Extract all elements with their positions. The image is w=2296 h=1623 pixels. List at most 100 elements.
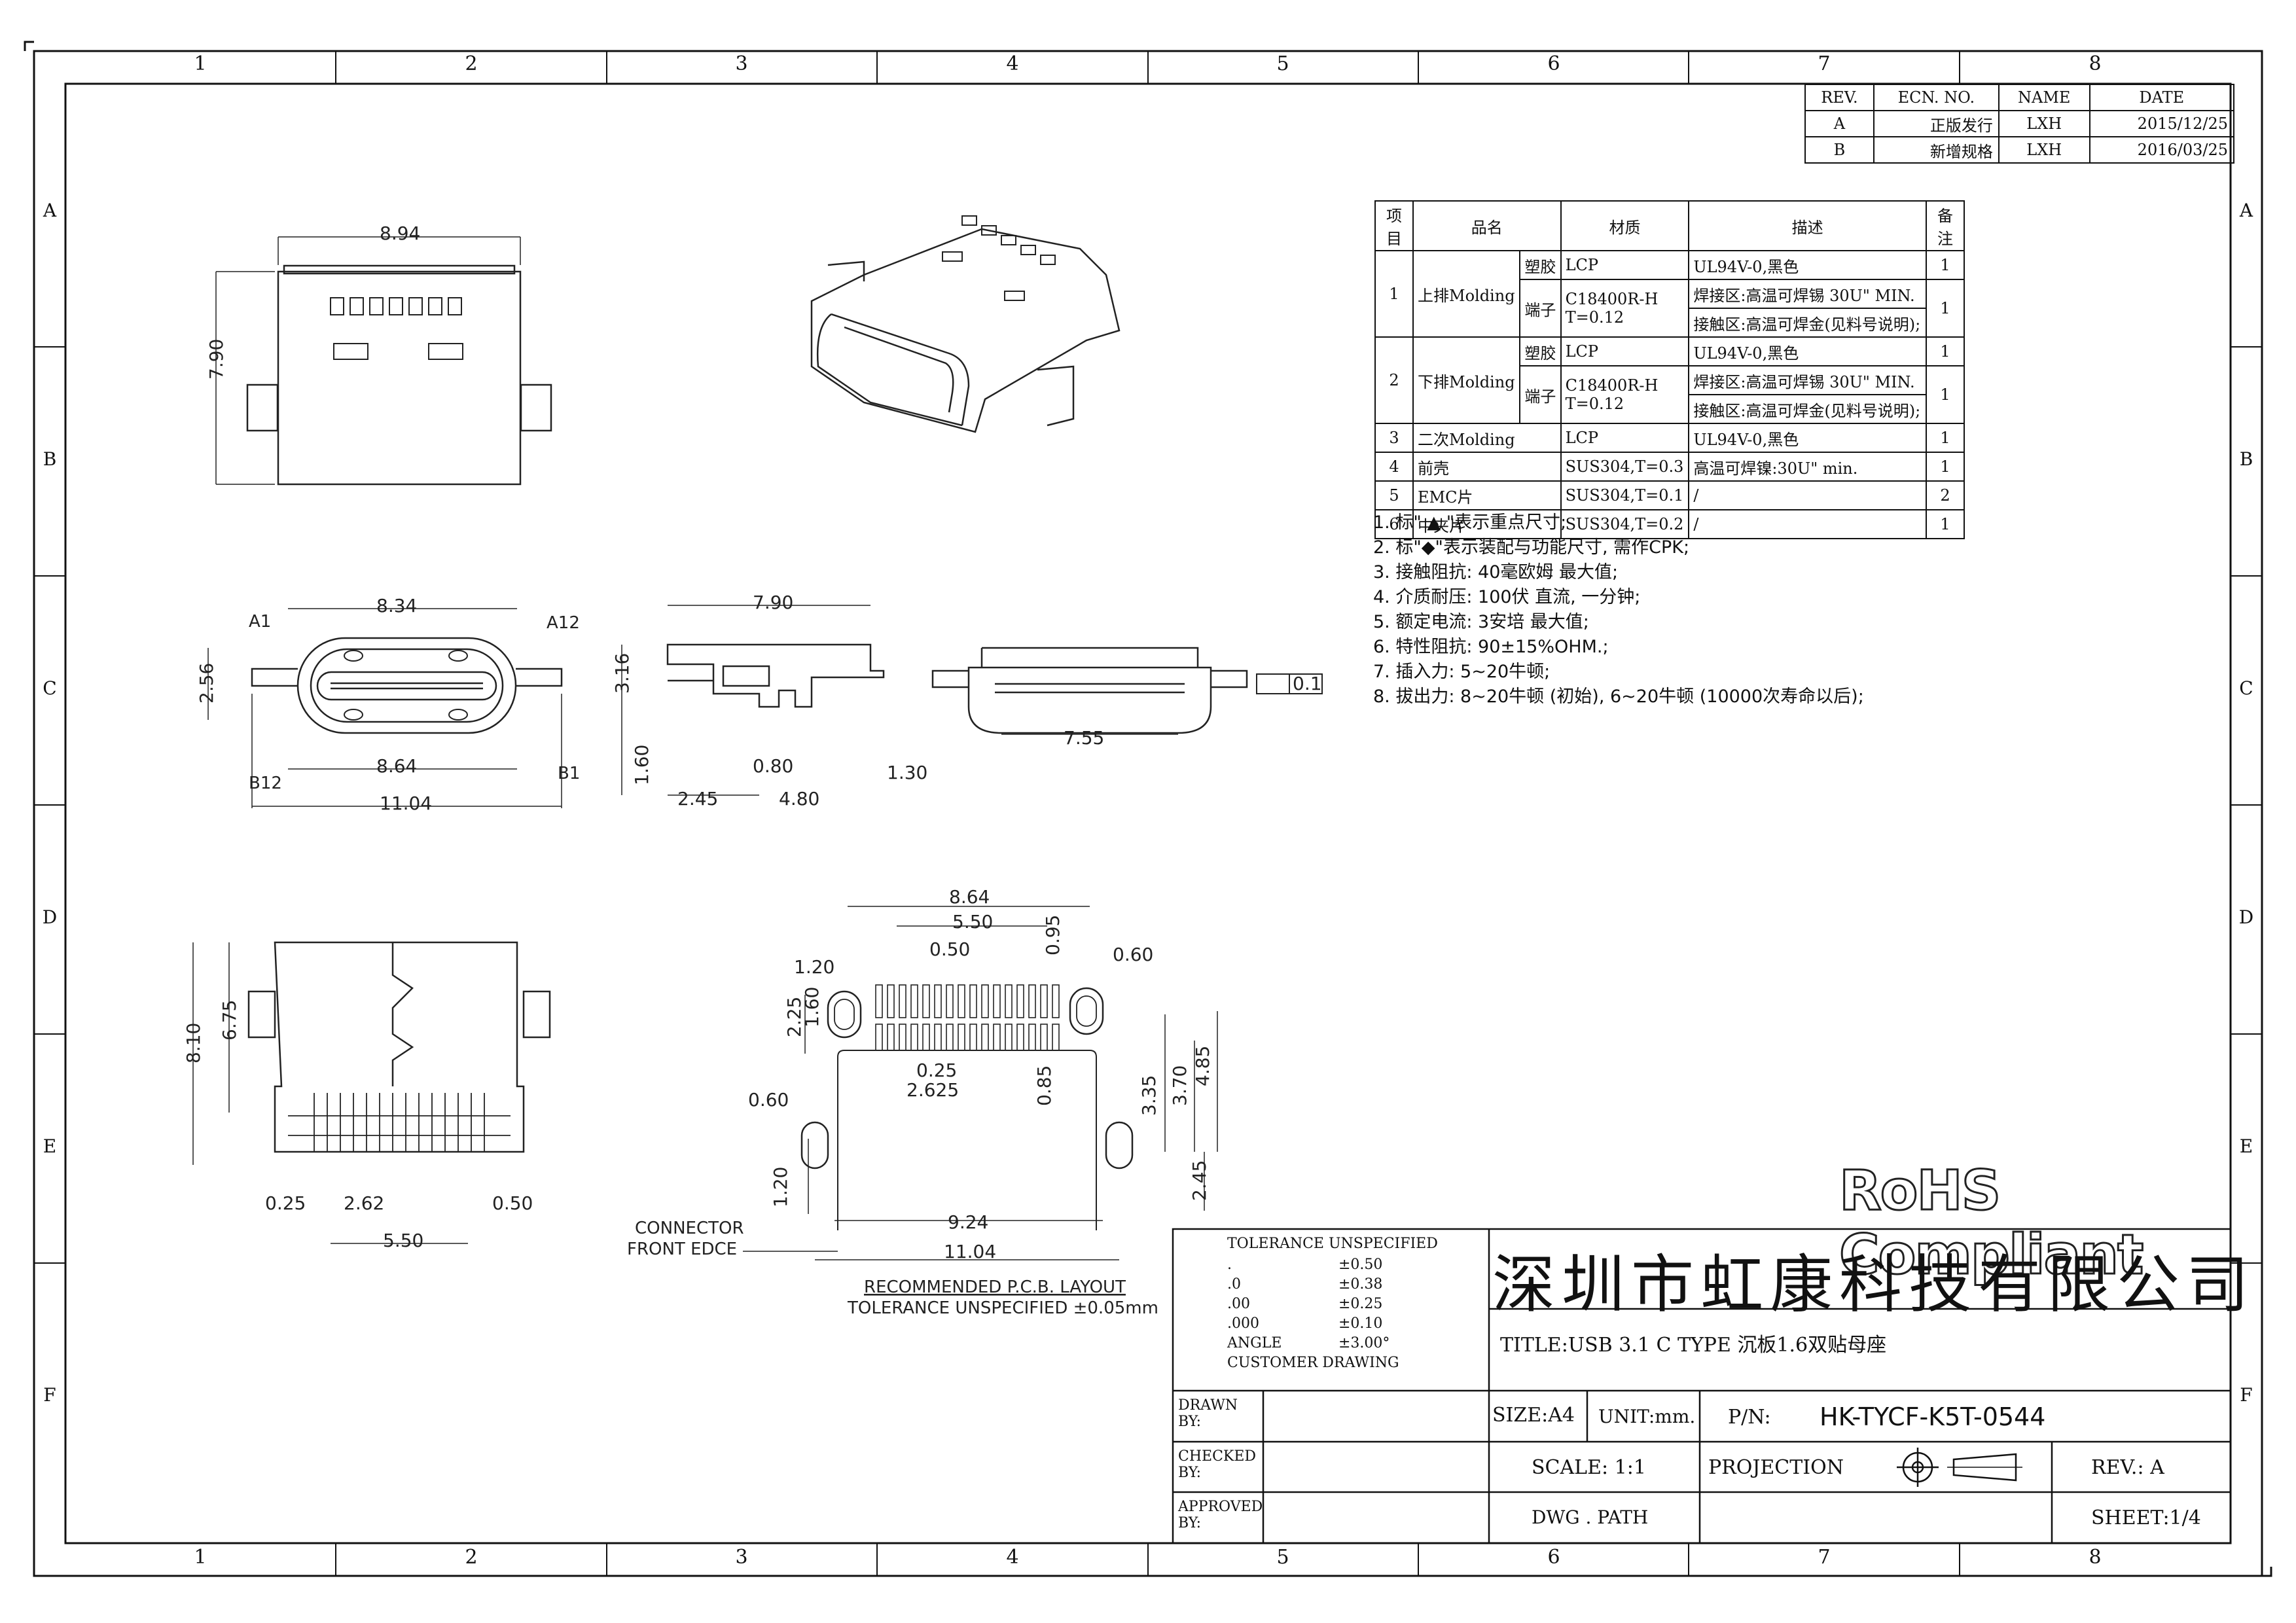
- dim-front-overall: 11.04: [380, 793, 432, 814]
- dim-front-height: 2.56: [196, 663, 217, 704]
- zone-col: 2: [465, 1546, 478, 1569]
- pin-a12-label: A12: [547, 613, 580, 633]
- dim-bottom-d4: 5.50: [383, 1230, 423, 1251]
- zone-col: 1: [194, 1546, 207, 1569]
- bom-qty: 1: [1926, 423, 1965, 453]
- bom-material: SUS304,T=0.3: [1560, 452, 1690, 482]
- projection-label: PROJECTION: [1708, 1456, 1844, 1479]
- pin-a1-label: A1: [249, 612, 271, 632]
- name-header: NAME: [1998, 84, 2090, 111]
- bom-item-name: 中夹片: [1412, 509, 1562, 539]
- bom-qty: 1: [1926, 336, 1965, 366]
- bom-desc: 焊接区:高温可焊锡 30U" MIN.: [1688, 365, 1927, 395]
- part-number: HK-TYCF-K5T-0544: [1820, 1402, 2046, 1431]
- bom-item-name: EMC片: [1412, 480, 1562, 510]
- bom-item-name: 前壳: [1412, 452, 1562, 482]
- note-item: 8. 拔出力: 8~20牛顿 (初始), 6~20牛顿 (10000次寿命以后)…: [1373, 687, 1864, 707]
- bom-item-no: 6: [1374, 509, 1414, 539]
- pin-b12-label: B12: [249, 774, 282, 793]
- bom-header-item: 项目: [1374, 200, 1414, 251]
- dwg-path-label: DWG . PATH: [1532, 1507, 1649, 1528]
- bom-desc: UL94V-0,黑色: [1688, 423, 1927, 453]
- pin-b1-label: B1: [558, 764, 580, 783]
- tolerance-header: TOLERANCE UNSPECIFIED: [1227, 1236, 1438, 1252]
- zone-col: 5: [1276, 52, 1289, 75]
- note-item: 5. 额定电流: 3安培 最大值;: [1373, 612, 1589, 632]
- bom-item-no: 5: [1374, 480, 1414, 510]
- dim-pcb-h2: 1.60: [801, 987, 823, 1027]
- revision-table: REV. ECN. NO. NAME DATE A 正版发行 LXH 2015/…: [1804, 84, 2235, 164]
- drawing-title: TITLE:USB 3.1 C TYPE 沉板1.6双贴母座: [1500, 1334, 1887, 1357]
- bom-part: 端子: [1519, 279, 1562, 338]
- zone-row: D: [42, 906, 58, 928]
- checked-by-label: CHECKED BY:: [1178, 1448, 1257, 1481]
- dim-side-h2: 1.60: [631, 745, 653, 785]
- dim-rear-flatness: 0.1: [1293, 673, 1322, 694]
- zone-row: B: [43, 448, 57, 470]
- size-label: SIZE:A4: [1492, 1404, 1575, 1427]
- bom-part: 塑胶: [1519, 250, 1562, 280]
- rohs-mark: RoHS Compliant: [1839, 1158, 2145, 1288]
- rev-cell: B: [1804, 136, 1874, 164]
- bom-header-desc: 描述: [1688, 200, 1927, 251]
- bom-desc: UL94V-0,黑色: [1688, 336, 1927, 366]
- bom-qty: 1: [1926, 250, 1965, 280]
- note-item: 4. 介质耐压: 100伏 直流, 一分钟;: [1373, 587, 1641, 607]
- ecn-cell: 新增规格: [1873, 136, 2000, 164]
- bom-desc: /: [1688, 509, 1927, 539]
- side-view: [621, 605, 885, 796]
- bom-desc: 高温可焊镍:30U" min.: [1688, 452, 1927, 482]
- dim-pcb-w5: 1.20: [794, 956, 834, 978]
- dim-pcb-d1: 0.25: [916, 1060, 957, 1081]
- bom-header-name: 品名: [1412, 200, 1562, 251]
- company-name: 深圳市虹康科技有限公司: [1492, 1248, 2255, 1321]
- tol-key: .00: [1227, 1296, 1250, 1312]
- bom-material: LCP: [1560, 250, 1690, 280]
- tol-key: .0: [1227, 1276, 1241, 1293]
- connector-label: FRONT EDCE: [627, 1240, 737, 1259]
- pcb-caption: RECOMMENDED P.C.B. LAYOUT: [864, 1277, 1126, 1297]
- zone-col: 2: [465, 52, 478, 75]
- zone-col: 3: [735, 1546, 748, 1569]
- customer-drawing: CUSTOMER DRAWING: [1227, 1355, 1399, 1371]
- name-cell: LXH: [1998, 110, 2090, 137]
- date-header: DATE: [2089, 84, 2235, 111]
- bom-desc: 接触区:高温可焊金(见料号说明);: [1688, 394, 1927, 424]
- top-view: [215, 236, 552, 486]
- rev-cell: A: [1804, 110, 1874, 137]
- tol-value: ±0.25: [1338, 1296, 1383, 1312]
- zone-col: 1: [194, 52, 207, 75]
- dim-pcb-h1: 2.25: [783, 997, 805, 1037]
- dim-pcb-d7: 0.60: [748, 1089, 789, 1111]
- dim-pcb-w4: 0.95: [1042, 915, 1064, 955]
- zone-col: 8: [2089, 1546, 2102, 1569]
- bom-material: SUS304,T=0.2: [1560, 509, 1690, 539]
- tol-key: .: [1227, 1257, 1232, 1273]
- unit-label: UNIT:mm.: [1598, 1406, 1696, 1427]
- bom-material: C18400R-H T=0.12: [1560, 279, 1690, 338]
- dim-bottom-h2: 6.75: [219, 1000, 240, 1041]
- date-cell: 2016/03/25: [2089, 136, 2235, 164]
- ecn-cell: 正版发行: [1873, 110, 2000, 137]
- dim-pcb-d9: 2.45: [1189, 1160, 1210, 1201]
- zone-col: 4: [1006, 52, 1019, 75]
- dim-pcb-d2: 2.625: [906, 1079, 959, 1101]
- date-cell: 2015/12/25: [2089, 110, 2235, 137]
- dim-pcb-w2: 5.50: [952, 911, 993, 933]
- approved-by-label: APPROVED BY:: [1178, 1499, 1263, 1531]
- zone-col: 5: [1276, 1546, 1289, 1569]
- zone-col: 6: [1547, 52, 1560, 75]
- zone-row: C: [2239, 677, 2253, 699]
- dim-pcb-w3: 0.50: [929, 938, 970, 960]
- zone-row: E: [2239, 1135, 2253, 1157]
- dim-bottom-d1: 0.25: [265, 1192, 306, 1214]
- dim-pcb-d6: 4.85: [1192, 1046, 1213, 1086]
- dim-pcb-d8: 1.20: [770, 1167, 791, 1207]
- note-item: 2. 标"◆"表示装配与功能尺寸, 需作CPK;: [1373, 537, 1690, 558]
- zone-col: 6: [1547, 1546, 1560, 1569]
- dim-top-height: 7.90: [206, 339, 227, 380]
- connector-label: CONNECTOR: [635, 1219, 744, 1238]
- dimension-labels: 8.94 7.90 8.34 8.64 11.04 2.56 A1 A12 B1…: [183, 223, 1322, 1318]
- tol-key: .000: [1227, 1315, 1259, 1332]
